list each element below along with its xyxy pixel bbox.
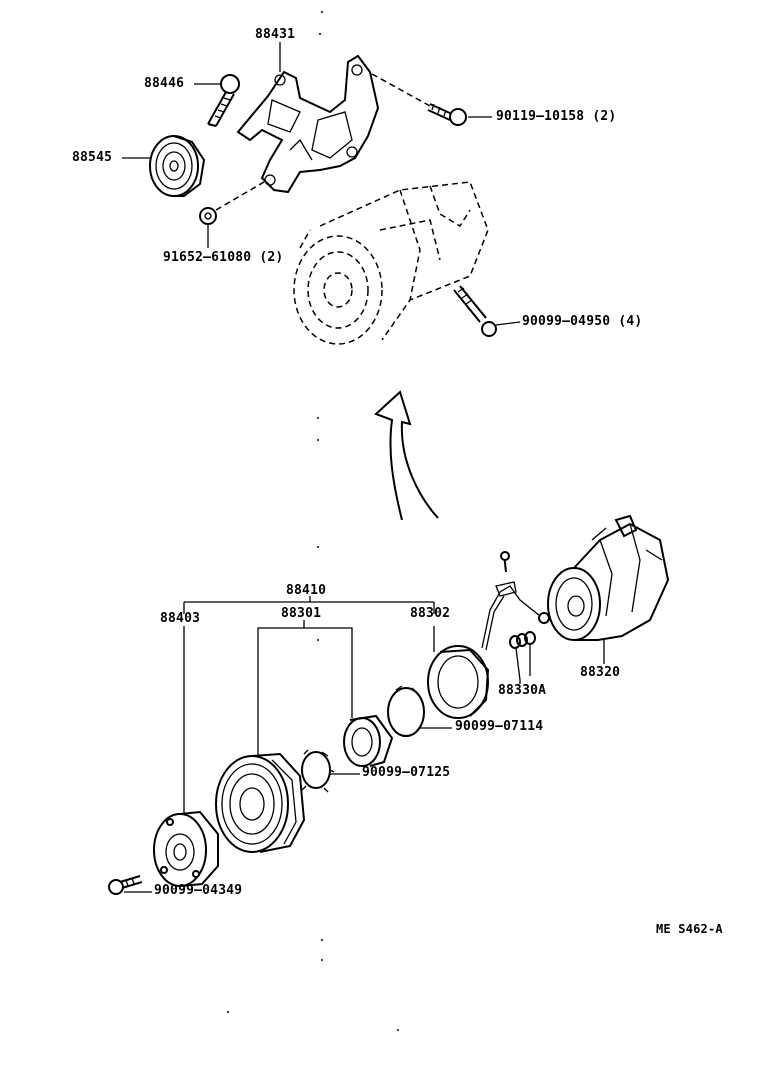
- label-88410: 88410: [286, 583, 327, 598]
- rotor-pulley-88301: [215, 752, 306, 853]
- label-90119-10158: 90119–10158 (2): [496, 109, 617, 124]
- bolt-88446: [207, 74, 240, 127]
- label-88320: 88320: [580, 665, 621, 680]
- bolt-90099-04950: [453, 285, 497, 337]
- snap-ring-90099-07125: [301, 749, 335, 793]
- label-88431: 88431: [255, 27, 296, 42]
- nut-91652-61080: [199, 207, 217, 225]
- label-90099-04349: 90099–04349: [154, 883, 243, 898]
- label-90099-07114: 90099–07114: [455, 719, 544, 734]
- bracket-88431: [236, 54, 380, 194]
- label-88446: 88446: [144, 76, 185, 91]
- label-90099-04950: 90099–04950 (4): [522, 314, 643, 329]
- figure-code: ME S462-A: [656, 922, 723, 936]
- label-90099-07125: 90099–07125: [362, 765, 451, 780]
- shim-88330A: [509, 631, 536, 681]
- label-88545: 88545: [72, 150, 113, 165]
- stator-coil-88302: [427, 645, 490, 719]
- compressor-ghost: [293, 181, 489, 345]
- label-88302: 88302: [410, 606, 451, 621]
- assembly-arrow: [374, 390, 439, 521]
- center-dots: [227, 11, 399, 1031]
- bearing-88301: [343, 714, 394, 767]
- leader-lines: [122, 42, 605, 893]
- snap-ring-90099-07114: [387, 685, 425, 737]
- idler-pulley-88545: [149, 135, 206, 197]
- label-88330A: 88330A: [498, 683, 547, 698]
- label-91652-61080: 91652–61080 (2): [163, 250, 284, 265]
- bolt-90119-10158: [427, 103, 467, 126]
- bolt-90099-04349: [108, 875, 143, 895]
- label-88301: 88301: [281, 606, 322, 621]
- lead-wire: [481, 551, 550, 651]
- pressure-plate-88403: [153, 810, 219, 887]
- label-88403: 88403: [160, 611, 201, 626]
- compressor-88320: [547, 514, 670, 641]
